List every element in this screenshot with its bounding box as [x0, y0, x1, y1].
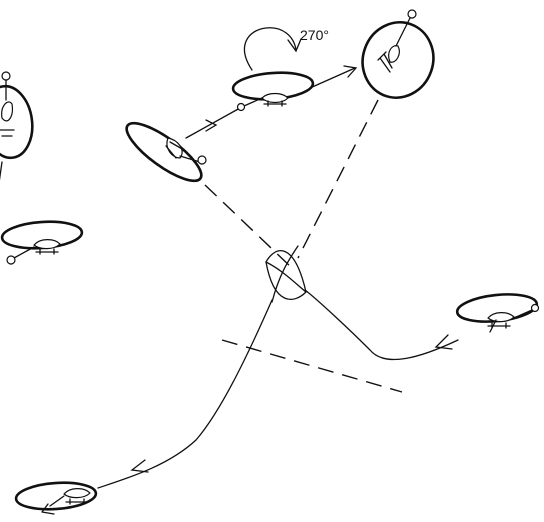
dashed-line-upper-left: [204, 184, 293, 269]
helicopter-bottom-left: [14, 481, 98, 515]
helicopter-right: [455, 293, 540, 333]
arrowhead-upper-a: [205, 119, 218, 132]
dashed-line-upper-right: [297, 99, 379, 259]
helicopter-top-center: [231, 71, 315, 112]
flight-path-lower: [97, 299, 273, 489]
rotation-arc: 270°: [243, 27, 329, 71]
arrowhead-upper-b: [343, 65, 358, 78]
dashed-guide-lines: [204, 99, 403, 393]
helicopter-upper-left: [125, 121, 207, 183]
arrowhead-right-path: [434, 334, 453, 350]
helicopter-left-edge: [0, 71, 34, 181]
helicopter-top-right: [361, 9, 435, 99]
direction-arrows: [130, 65, 453, 473]
helicopter-left-mid: [0, 220, 84, 265]
arrowhead-lower-path: [130, 459, 149, 473]
rotation-arc-arrowhead: [287, 38, 302, 53]
flight-path-right: [304, 289, 459, 361]
flight-paths: [97, 67, 459, 489]
rotation-arc-curve: [243, 27, 297, 71]
flight-path-upper-b: [309, 67, 356, 89]
rotation-label: 270°: [300, 27, 329, 43]
dashed-line-lower: [221, 339, 403, 393]
crossing-point-lens: [265, 245, 307, 303]
